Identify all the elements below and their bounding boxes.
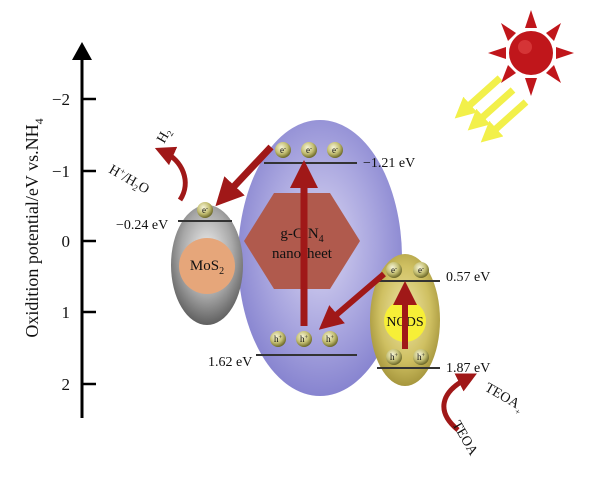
mos2-label: MoS2 — [190, 258, 224, 277]
mos2-electron: e- — [197, 202, 213, 218]
svg-text:h+: h+ — [300, 334, 309, 344]
teoa-label: TEOA — [449, 419, 481, 460]
mos2-core — [179, 238, 235, 294]
mos2-level-value: −0.24 eV — [116, 218, 168, 233]
electron-carrier: e- — [413, 262, 429, 278]
teoa-oxidized-label: TEOA+ — [481, 380, 527, 417]
svg-text:e-: e- — [391, 265, 397, 275]
h2-evolution-arrow — [154, 146, 188, 202]
svg-text:e-: e- — [306, 145, 312, 155]
h-h2o-label: H+/H2O — [106, 161, 153, 199]
electron-transfer-arrow — [215, 144, 274, 207]
svg-text:e-: e- — [280, 145, 286, 155]
hole-carrier: h+ — [296, 331, 312, 347]
hole-carrier: h+ — [386, 349, 402, 365]
transfer-arrows — [154, 144, 477, 432]
svg-text:h+: h+ — [326, 334, 335, 344]
axis-arrowhead — [72, 42, 92, 60]
electron-carrier: e- — [386, 262, 402, 278]
tick-label: 2 — [62, 375, 71, 394]
ncds-electrons: e- e- — [386, 262, 429, 278]
svg-text:h+: h+ — [417, 352, 426, 362]
hole-carrier: h+ — [322, 331, 338, 347]
ncds-cb-value: 0.57 eV — [446, 270, 490, 285]
ncds-holes: h+ h+ — [386, 349, 429, 365]
axis-label: Oxidition potential/eV vs.NH4 — [22, 118, 46, 337]
electron-carrier: e- — [301, 142, 317, 158]
electron-carrier: e- — [327, 142, 343, 158]
svg-text:h+: h+ — [274, 334, 283, 344]
gcn-holes: h+ h+ h+ — [270, 331, 338, 347]
gcn-cb-value: −1.21 eV — [363, 156, 415, 171]
gcn-vb-value: 1.62 eV — [208, 355, 252, 370]
tick-label: 1 — [62, 303, 71, 322]
light-rays — [454, 75, 529, 143]
gcn-electrons: e- e- e- — [275, 142, 343, 158]
svg-text:e-: e- — [332, 145, 338, 155]
hole-carrier: h+ — [270, 331, 286, 347]
sun-icon — [488, 10, 574, 96]
ncds-vb-value: 1.87 eV — [446, 361, 490, 376]
svg-text:e-: e- — [418, 265, 424, 275]
hole-carrier: h+ — [413, 349, 429, 365]
tick-label: −1 — [52, 162, 70, 181]
teoa-oxidation-arrow — [441, 373, 477, 432]
axis-ticks — [82, 97, 96, 386]
tick-label: 0 — [62, 232, 71, 251]
potential-axis: −2 −1 0 1 2 Oxidition potential/eV vs.NH… — [22, 42, 96, 418]
svg-text:h+: h+ — [390, 352, 399, 362]
tick-label: −2 — [52, 90, 70, 109]
h2-label: H2 — [154, 126, 175, 147]
ncds-to-gcn-arrow — [318, 271, 386, 330]
svg-text:e-: e- — [202, 205, 208, 215]
electron-carrier: e- — [275, 142, 291, 158]
